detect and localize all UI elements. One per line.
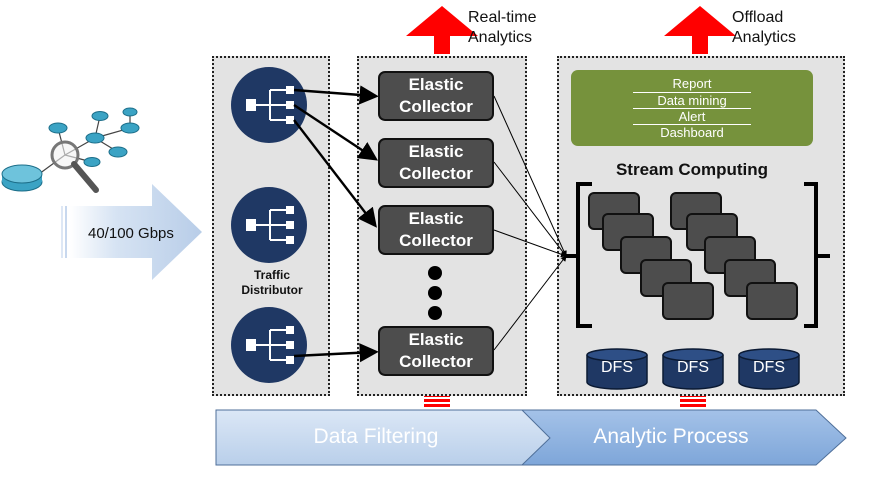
database-icon	[662, 348, 724, 390]
data-filtering-chevron	[215, 409, 551, 466]
alert-item: Alert	[678, 109, 706, 124]
data-filtering-label: Data Filtering	[313, 425, 439, 448]
analytics-outputs-box: Report Data mining Alert Dashboard	[571, 70, 813, 146]
offload-analytics-label: Offload Analytics	[732, 9, 797, 46]
data-mining-item: Data mining	[657, 93, 727, 108]
dfs-label: DFS	[677, 359, 709, 376]
network-topology-icon	[1, 107, 140, 193]
dfs-label: DFS	[601, 359, 633, 376]
stream-node	[746, 282, 798, 320]
elastic-collector-1: Elastic Collector	[378, 71, 494, 121]
elastic-collector-4: Elastic Collector	[378, 326, 494, 376]
elastic-collector-3: Elastic Collector	[378, 205, 494, 255]
divider	[633, 92, 751, 93]
dfs-node-3: DFS	[738, 348, 800, 390]
stream-node	[662, 282, 714, 320]
more-collectors-dot	[428, 306, 442, 320]
realtime-analytics-label: Real-time Analytics	[468, 9, 537, 46]
divider	[633, 108, 751, 109]
database-icon	[738, 348, 800, 390]
stream-computing-title: Stream Computing	[615, 160, 769, 179]
divider	[633, 124, 751, 125]
dfs-node-2: DFS	[662, 348, 724, 390]
traffic-distributor-label: Traffic Distributor	[241, 268, 303, 297]
elastic-collector-2: Elastic Collector	[378, 138, 494, 188]
dashboard-item: Dashboard	[660, 125, 724, 140]
offload-up-arrow	[664, 6, 736, 54]
database-icon	[586, 348, 648, 390]
analytic-process-label: Analytic Process	[593, 425, 749, 448]
more-collectors-dot	[428, 266, 442, 280]
report-item: Report	[672, 76, 712, 91]
bandwidth-label: 40/100 Gbps	[88, 225, 174, 242]
dfs-node-1: DFS	[586, 348, 648, 390]
input-arrow	[70, 184, 202, 280]
realtime-up-arrow	[406, 6, 478, 54]
dfs-label: DFS	[753, 359, 785, 376]
more-collectors-dot	[428, 286, 442, 300]
